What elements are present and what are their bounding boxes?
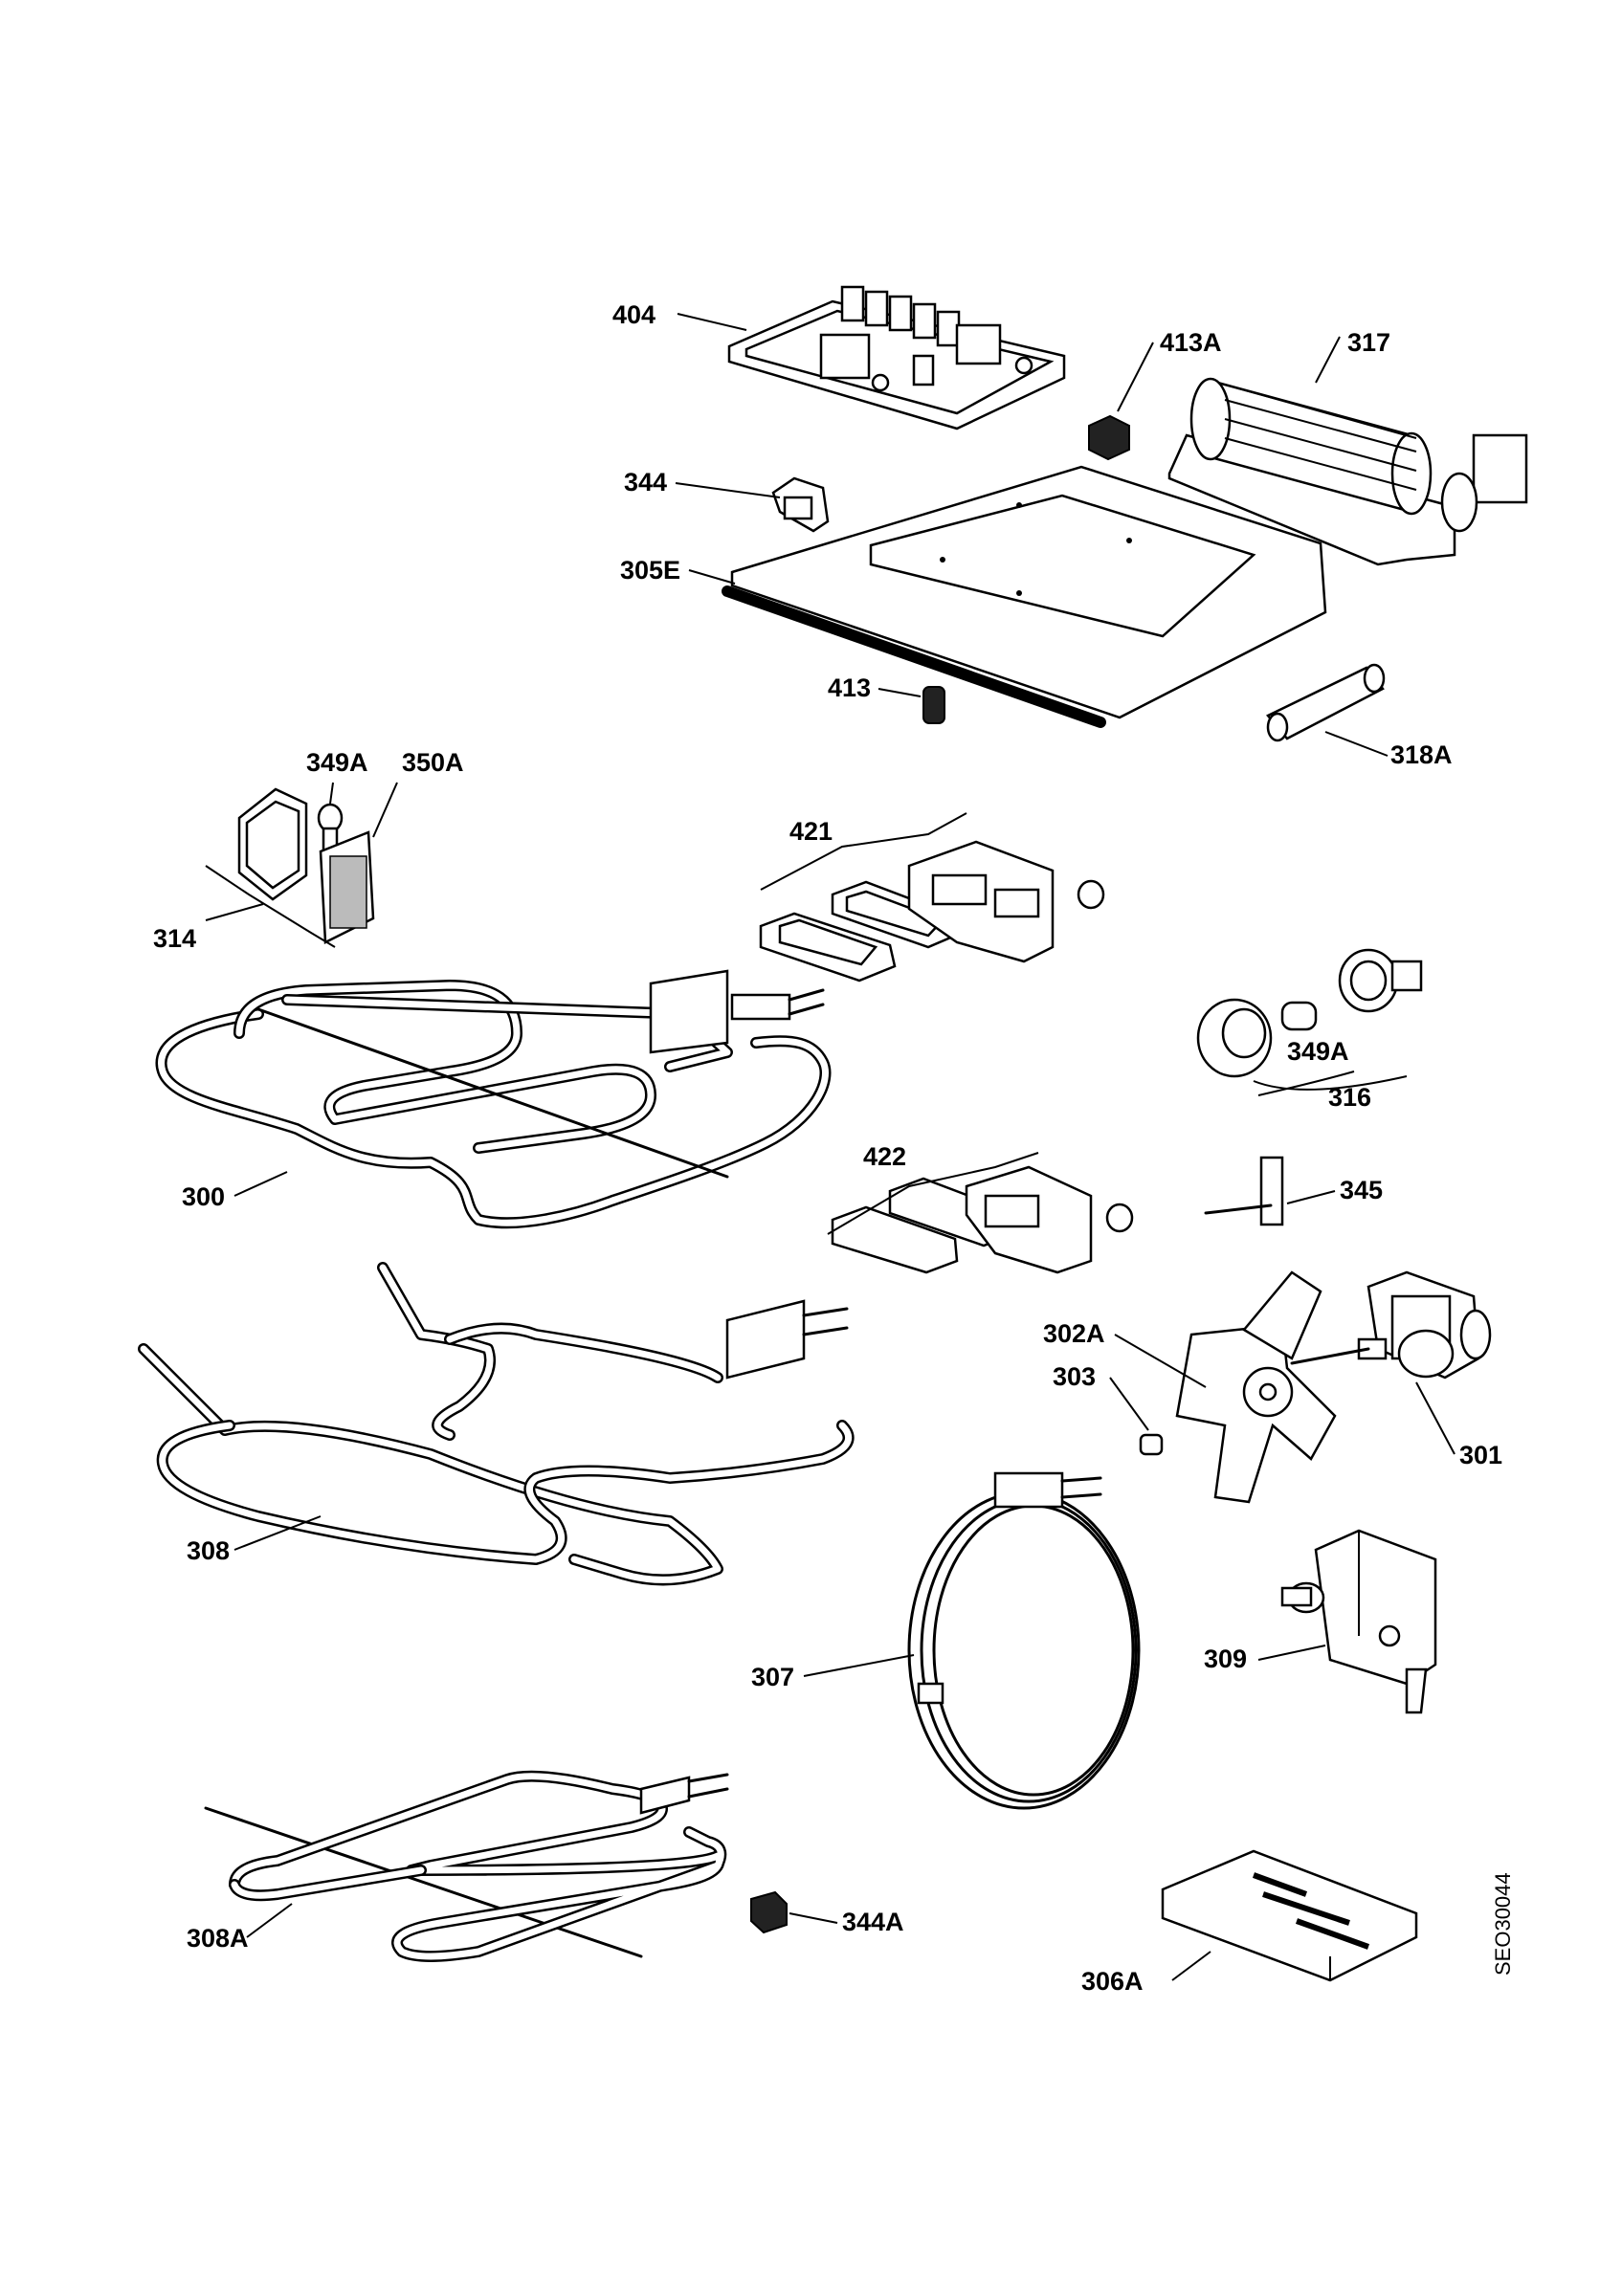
part-345-sensor-probe[interactable] <box>1204 1156 1284 1226</box>
label-308A: 308A <box>187 1924 249 1953</box>
label-413A: 413A <box>1160 328 1222 357</box>
label-308: 308 <box>187 1536 230 1565</box>
label-307: 307 <box>751 1663 794 1691</box>
label-318A: 318A <box>1390 740 1453 769</box>
part-422-terminal-block-set[interactable] <box>831 1165 1134 1274</box>
bracket-314 <box>205 865 336 948</box>
label-306A: 306A <box>1081 1967 1144 1996</box>
label-305E: 305E <box>620 556 680 585</box>
label-302A: 302A <box>1043 1319 1105 1348</box>
label-314: 314 <box>153 924 196 953</box>
bracket-421 <box>760 812 967 891</box>
part-308A-grill-element[interactable] <box>204 1770 729 1962</box>
leader-344A <box>789 1912 838 1924</box>
label-422: 422 <box>863 1142 906 1171</box>
part-302A-fan-blade[interactable] <box>1175 1270 1337 1504</box>
part-305E-cover-panel[interactable] <box>722 465 1327 728</box>
label-309: 309 <box>1204 1645 1247 1673</box>
label-344A: 344A <box>842 1908 904 1936</box>
label-350A: 350A <box>402 748 464 777</box>
part-307-ring-element[interactable] <box>907 1471 1141 1810</box>
leader-300 <box>233 1171 288 1197</box>
label-303: 303 <box>1053 1362 1096 1391</box>
part-318A-tube[interactable] <box>1266 663 1386 742</box>
part-309-thermostat[interactable] <box>1280 1529 1437 1714</box>
leader-303 <box>1109 1377 1149 1431</box>
label-344: 344 <box>624 468 667 497</box>
part-421-terminal-block-set[interactable] <box>759 840 1105 982</box>
label-413: 413 <box>828 673 871 702</box>
leader-317 <box>1315 336 1341 384</box>
part-413-plug[interactable] <box>922 686 945 724</box>
part-314-lamp-assembly[interactable] <box>237 787 375 944</box>
leader-345 <box>1286 1190 1336 1204</box>
label-301: 301 <box>1459 1441 1502 1469</box>
leader-404 <box>677 313 747 331</box>
bracket-422 <box>827 1152 1039 1235</box>
label-421: 421 <box>789 817 833 846</box>
leader-306A <box>1171 1951 1211 1981</box>
leader-302A <box>1114 1334 1207 1388</box>
bracket-316 <box>1253 1075 1408 1091</box>
part-303-nut[interactable] <box>1139 1433 1164 1456</box>
part-300-grill-element[interactable] <box>155 969 832 1229</box>
leader-314 <box>205 903 264 921</box>
leader-318A <box>1324 731 1389 757</box>
part-404-control-board[interactable] <box>727 285 1066 430</box>
part-316-lamp-cover-assembly[interactable] <box>1196 948 1423 1078</box>
part-344-bracket[interactable] <box>771 476 830 533</box>
leader-305E <box>688 569 736 585</box>
leader-413A <box>1117 342 1154 412</box>
leader-301 <box>1415 1381 1455 1455</box>
label-316: 316 <box>1328 1083 1371 1112</box>
label-345: 345 <box>1340 1176 1383 1204</box>
part-308-lower-element[interactable] <box>138 1262 855 1586</box>
leader-308 <box>233 1515 322 1551</box>
part-344A-clip[interactable] <box>750 1890 788 1934</box>
label-349A-top: 349A <box>306 748 368 777</box>
part-306A-cover[interactable] <box>1161 1849 1418 1982</box>
leader-309 <box>1257 1645 1326 1661</box>
label-300: 300 <box>182 1182 225 1211</box>
leader-308A <box>246 1903 293 1938</box>
leader-344 <box>675 482 781 498</box>
label-317: 317 <box>1347 328 1390 357</box>
leader-307 <box>803 1654 915 1677</box>
document-code: SEO30044 <box>1491 1872 1515 1976</box>
label-404: 404 <box>612 300 655 329</box>
leader-349A-top <box>329 782 334 805</box>
leader-349A-lamp <box>1257 1071 1355 1096</box>
label-349A-lamp: 349A <box>1287 1037 1349 1066</box>
part-301-fan-motor[interactable] <box>1290 1270 1492 1380</box>
leader-413 <box>878 688 922 697</box>
part-317-tangential-fan[interactable] <box>1167 377 1528 566</box>
part-413A-knob[interactable] <box>1088 414 1130 461</box>
leader-350A <box>372 782 398 838</box>
